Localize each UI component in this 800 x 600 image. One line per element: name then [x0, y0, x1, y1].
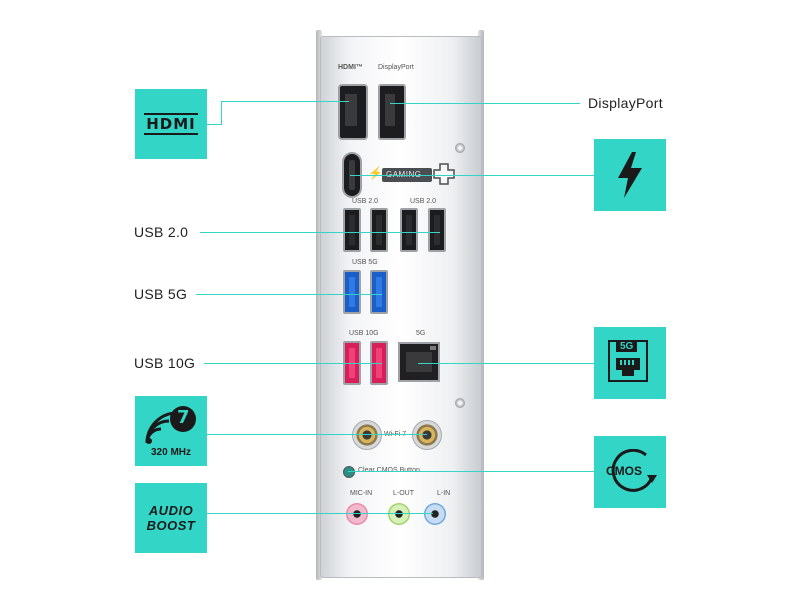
connector-hdmi-v: [221, 101, 222, 125]
wifi7-tile: 7 320 MHz: [135, 396, 207, 466]
hdmi-port-inner: [345, 94, 357, 126]
plate-usb5g: USB 5G: [352, 259, 378, 266]
usb20-port-3: [400, 208, 418, 252]
connector-usb5g: [196, 294, 382, 295]
hdmi-tile: HDMI: [135, 89, 207, 159]
hdmi-port: [338, 84, 368, 140]
line-in-jack: [424, 503, 446, 525]
plate-displayport-label: DisplayPort: [378, 64, 414, 71]
audio-boost-line2: BOOST: [146, 518, 196, 533]
mic-in-jack: [346, 503, 368, 525]
plate-usb20-left: USB 2.0: [352, 198, 379, 205]
connector-audio: [207, 513, 433, 514]
wifi-antenna-connector-1: [352, 420, 382, 450]
clear-cmos-button: [343, 466, 355, 478]
lightning-icon: [618, 152, 642, 198]
plate-hdmi-label: HDMI™: [338, 64, 363, 71]
label-displayport: DisplayPort: [588, 95, 663, 111]
line-out-jack: [388, 503, 410, 525]
connector-lan: [418, 363, 594, 364]
label-usb20: USB 2.0: [134, 224, 189, 240]
cmos-text: CMOS: [606, 464, 642, 478]
lan-speed: 5G: [616, 341, 638, 352]
usb5g-port-2: [370, 270, 388, 314]
thunderbolt-tile: [594, 139, 666, 211]
plate-edge-left: [316, 30, 322, 580]
lan-tile: 5G: [594, 327, 666, 399]
connector-wifi: [207, 434, 427, 435]
usb20-port-1: [343, 208, 361, 252]
plate-usb10g: USB 10G: [349, 330, 379, 337]
gaming-badge-text: GAMING: [386, 170, 421, 179]
usb5g-port-1: [343, 270, 361, 314]
connector-thunderbolt: [350, 175, 594, 176]
usb20-port-4: [428, 208, 446, 252]
usb20-port-2: [370, 208, 388, 252]
plate-mic-in: MIC-IN: [350, 490, 373, 497]
wifi-antenna-connector-2: [412, 420, 442, 450]
ethernet-icon: 5G: [608, 340, 652, 386]
hdmi-logo: HDMI: [144, 113, 198, 135]
plate-clear-cmos-label: Clear CMOS Button: [358, 467, 420, 474]
cmos-tile: CMOS: [594, 436, 666, 508]
plate-lightning-icon: ⚡: [368, 166, 383, 180]
connector-hdmi-h: [207, 124, 221, 125]
screw: [455, 398, 465, 408]
plate-usb20-right: USB 2.0: [410, 198, 437, 205]
screw: [455, 143, 465, 153]
connector-usb20: [200, 232, 440, 233]
connector-displayport: [390, 103, 580, 104]
connector-cmos: [348, 471, 594, 472]
audio-boost-tile: AUDIO BOOST: [135, 483, 207, 553]
plate-l-out: L-OUT: [393, 490, 414, 497]
audio-boost-line1: AUDIO: [148, 503, 194, 518]
plate-l-in: L-IN: [437, 490, 451, 497]
wifi-band: 320 MHz: [150, 446, 191, 458]
connector-usb10g: [204, 363, 382, 364]
lan-port: [398, 342, 440, 382]
cmos-icon: CMOS: [602, 449, 658, 495]
label-usb10g: USB 10G: [134, 355, 196, 371]
connector-hdmi-h2: [221, 101, 349, 102]
wifi-icon: 7: [145, 405, 197, 445]
gamepad-icon: [432, 162, 456, 186]
displayport-port-inner: [385, 94, 395, 126]
plate-lan5g: 5G: [416, 330, 426, 337]
wifi-generation: 7: [177, 406, 190, 428]
label-usb5g: USB 5G: [134, 286, 188, 302]
